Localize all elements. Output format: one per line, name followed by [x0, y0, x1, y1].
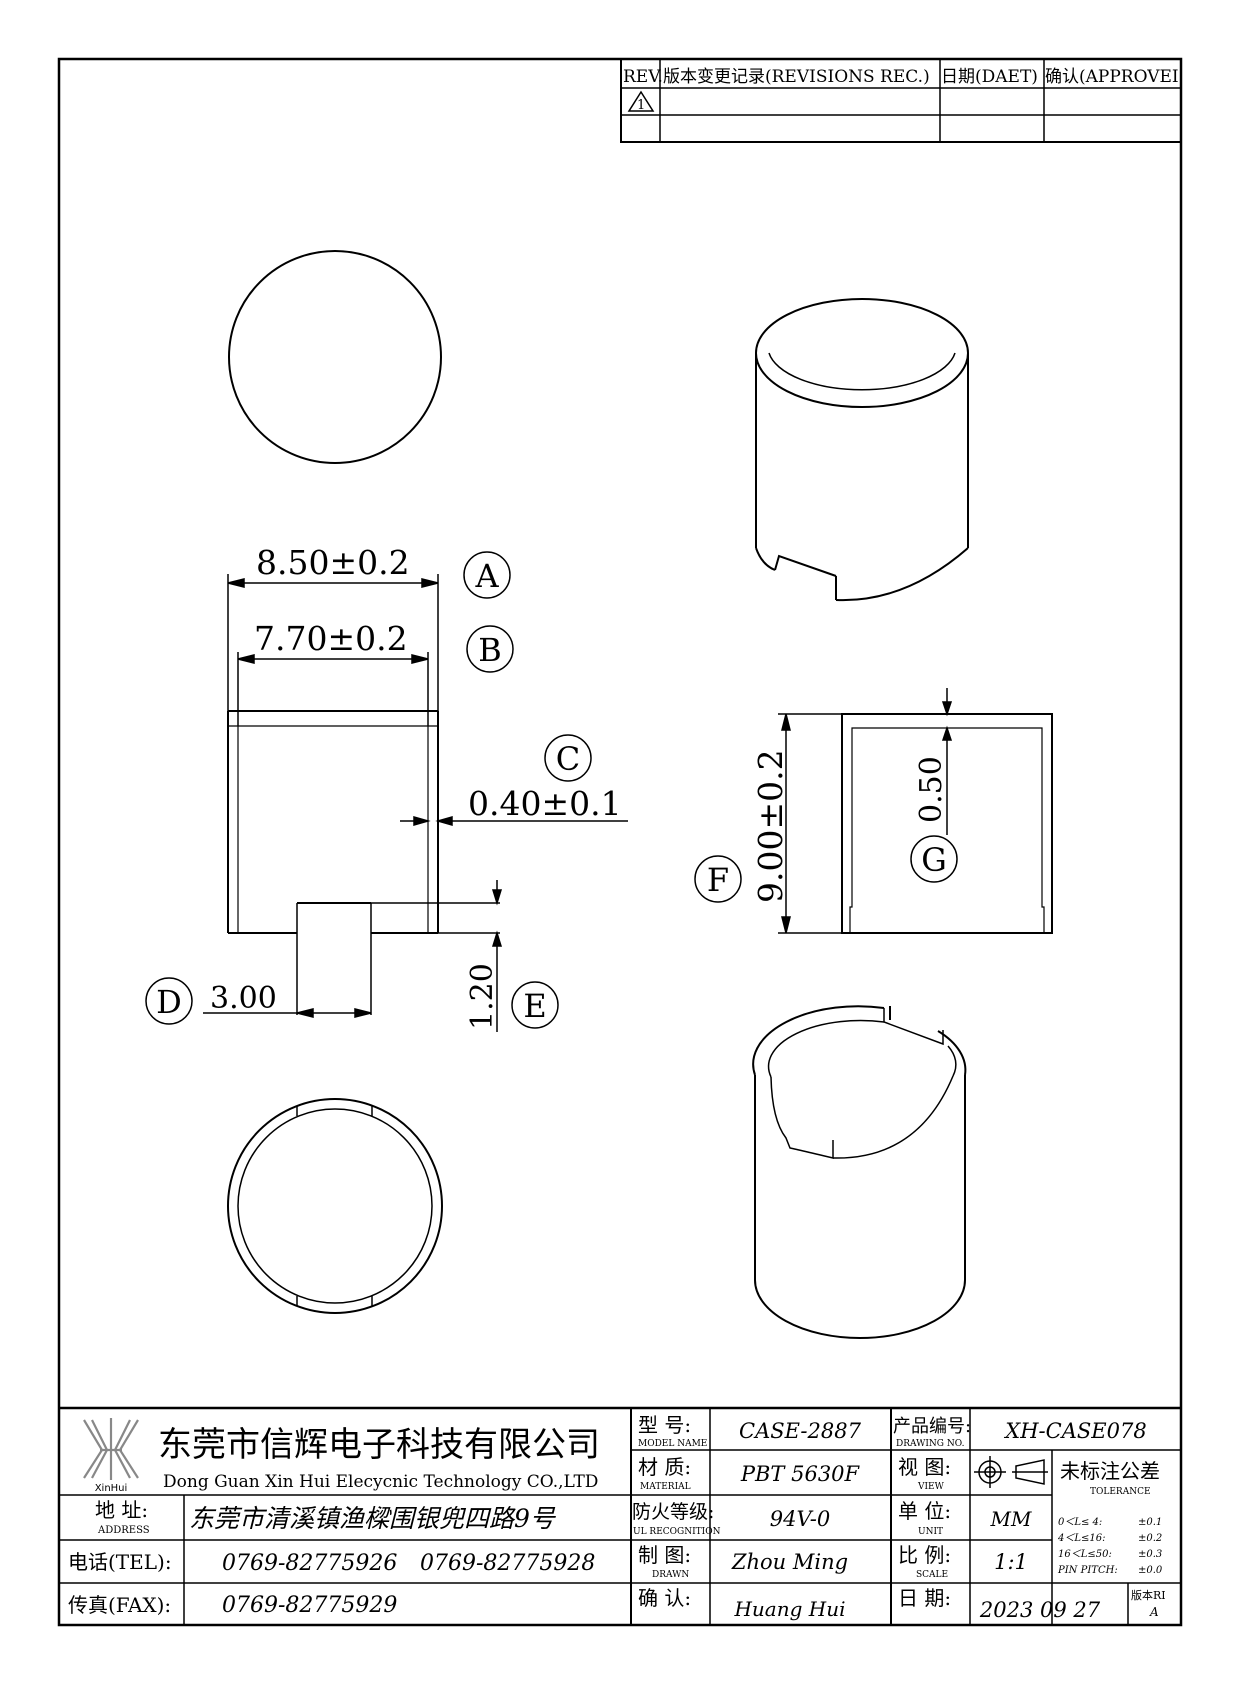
- company-name-en: Dong Guan Xin Hui Elecycnic Technology C…: [163, 1472, 598, 1492]
- fax-value: 0769-82775929: [222, 1593, 397, 1618]
- iso-view-top: [755, 298, 969, 602]
- bottom-view-ring: [227, 1098, 443, 1314]
- dim-a-label: A: [463, 551, 511, 599]
- title-block-grid: [59, 1406, 1181, 1625]
- tolerance-title: 未标注公差: [1060, 1459, 1160, 1483]
- top-view-circle: [228, 250, 442, 464]
- scale-label-en: SCALE: [916, 1570, 948, 1580]
- tolerance-range-3: 16＜L≤50:: [1058, 1549, 1112, 1560]
- tolerance-value-4: ±0.0: [1138, 1565, 1163, 1576]
- scale-label: 比 例:: [898, 1543, 951, 1567]
- tolerance-range-4: PIN PITCH:: [1057, 1565, 1118, 1576]
- company-name-cn: 东莞市信辉电子科技有限公司: [158, 1425, 600, 1465]
- tolerance-value-2: ±0.2: [1138, 1533, 1162, 1544]
- unit-label: 单 位:: [898, 1499, 951, 1523]
- material-value: PBT 5630F: [740, 1462, 861, 1486]
- logo-text: XinHui: [95, 1483, 128, 1494]
- svg-text:D: D: [156, 983, 182, 1021]
- svg-text:B: B: [478, 631, 502, 669]
- ul-label: 防火等级:: [632, 1501, 714, 1523]
- unit-value: MM: [990, 1507, 1032, 1531]
- svg-text:1: 1: [637, 98, 645, 113]
- svg-text:G: G: [921, 841, 947, 879]
- dim-b-lines: [237, 652, 429, 726]
- xinhui-logo: [83, 1418, 139, 1480]
- address-label: 地 址:: [95, 1498, 148, 1522]
- revisions-table: [620, 58, 1182, 143]
- view-label: 视 图:: [898, 1455, 951, 1479]
- drawing-no-value: XH-CASE078: [1003, 1419, 1146, 1443]
- unit-label-en: UNIT: [918, 1527, 943, 1537]
- date-header: 日期(DAET): [941, 67, 1038, 87]
- fax-label: 传真(FAX):: [68, 1593, 171, 1617]
- dim-c-label: C: [544, 734, 592, 782]
- tolerance-range-1: 0＜L≤ 4:: [1058, 1517, 1102, 1528]
- view-label-en: VIEW: [917, 1482, 945, 1492]
- date-label: 日 期:: [898, 1586, 951, 1610]
- dim-g-label: G: [910, 835, 958, 883]
- dim-f-label: F: [694, 855, 742, 903]
- iso-view-bottom: [752, 1005, 967, 1339]
- dim-f-lines: [778, 713, 842, 934]
- dim-d-lines: [203, 1008, 372, 1018]
- drawn-value: Zhou Ming: [731, 1550, 848, 1574]
- model-label: 型 号:: [638, 1413, 691, 1437]
- dim-b-value: 7.70±0.2: [254, 619, 408, 658]
- tel-label: 电话(TEL):: [68, 1550, 172, 1574]
- model-label-en: MODEL NAME: [638, 1439, 707, 1449]
- approve-header: 确认(APPROVEI: [1045, 67, 1179, 87]
- tel-1: 0769-82775926: [222, 1551, 397, 1576]
- revisions-rec-header: 版本变更记录(REVISIONS REC.): [663, 67, 930, 87]
- dim-d-value: 3.00: [210, 981, 277, 1016]
- dim-e-value: 1.20: [465, 963, 500, 1030]
- rev-header: REV.: [623, 67, 663, 87]
- drawn-label-en: DRAWN: [652, 1570, 689, 1580]
- front-view: [227, 710, 500, 1015]
- address-value: 东莞市清溪镇渔樑围银兜四路9号: [189, 1504, 557, 1533]
- tolerance-range-2: 4＜L≤16:: [1057, 1533, 1105, 1544]
- tolerance-value-3: ±0.3: [1138, 1549, 1162, 1560]
- dim-a-value: 8.50±0.2: [256, 543, 410, 582]
- dim-f-value: 9.00±0.2: [751, 749, 790, 903]
- address-label-en: ADDRESS: [97, 1525, 150, 1536]
- dim-b-label: B: [466, 625, 514, 673]
- ul-label-en: UL RECOGNITION: [633, 1527, 721, 1537]
- dim-e-lines: [491, 880, 503, 1032]
- drawing-no-label: 产品编号:: [893, 1416, 971, 1437]
- svg-text:E: E: [523, 987, 546, 1025]
- check-value: Huang Hui: [733, 1597, 845, 1621]
- revision-triangle-icon: 1: [627, 90, 655, 113]
- drawn-label: 制 图:: [638, 1543, 691, 1567]
- date-value: 2023 09 27: [979, 1598, 1101, 1622]
- dim-e-label: E: [511, 981, 559, 1029]
- ul-value: 94V-0: [770, 1507, 830, 1531]
- version-value: A: [1149, 1605, 1159, 1619]
- tolerance-value-1: ±0.1: [1138, 1517, 1162, 1528]
- scale-value: 1:1: [994, 1550, 1028, 1574]
- svg-text:C: C: [556, 740, 580, 778]
- material-label: 材 质:: [638, 1455, 691, 1479]
- dim-c-lines: [400, 816, 628, 826]
- tel-2: 0769-82775928: [420, 1551, 595, 1576]
- dim-g-lines: [941, 688, 953, 835]
- check-label: 确 认:: [638, 1586, 691, 1610]
- material-label-en: MATERIAL: [640, 1482, 691, 1492]
- tolerance-title-en: TOLERANCE: [1090, 1487, 1151, 1497]
- drawing-no-label-en: DRAWING NO.: [896, 1439, 965, 1449]
- model-value: CASE-2887: [739, 1419, 862, 1443]
- dim-a-lines: [227, 574, 439, 711]
- dim-g-value: 0.50: [914, 756, 949, 823]
- dim-d-label: D: [145, 977, 193, 1025]
- projection-symbol-icon: [974, 1456, 1048, 1488]
- dim-c-value: 0.40±0.1: [468, 784, 622, 823]
- svg-text:F: F: [707, 861, 729, 899]
- version-label: 版本RI: [1131, 1588, 1166, 1602]
- svg-text:A: A: [474, 557, 499, 595]
